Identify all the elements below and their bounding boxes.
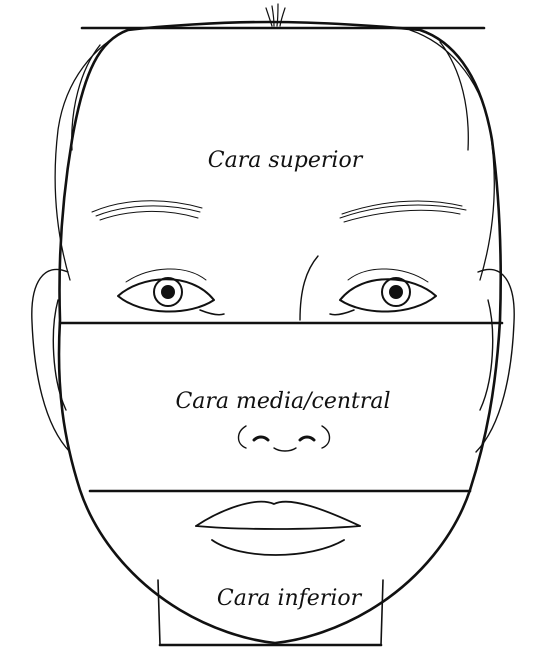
lips [196, 502, 360, 555]
nose [239, 256, 330, 451]
face-outline [59, 22, 501, 643]
zone-label-upper: Cara superior [208, 150, 362, 172]
ears [32, 269, 514, 452]
zone-label-lower: Cara inferior [217, 588, 361, 610]
zone-label-middle: Cara media/central [175, 391, 390, 413]
eyebrows [92, 201, 466, 222]
left-eye [118, 269, 224, 315]
right-eye [330, 269, 436, 315]
